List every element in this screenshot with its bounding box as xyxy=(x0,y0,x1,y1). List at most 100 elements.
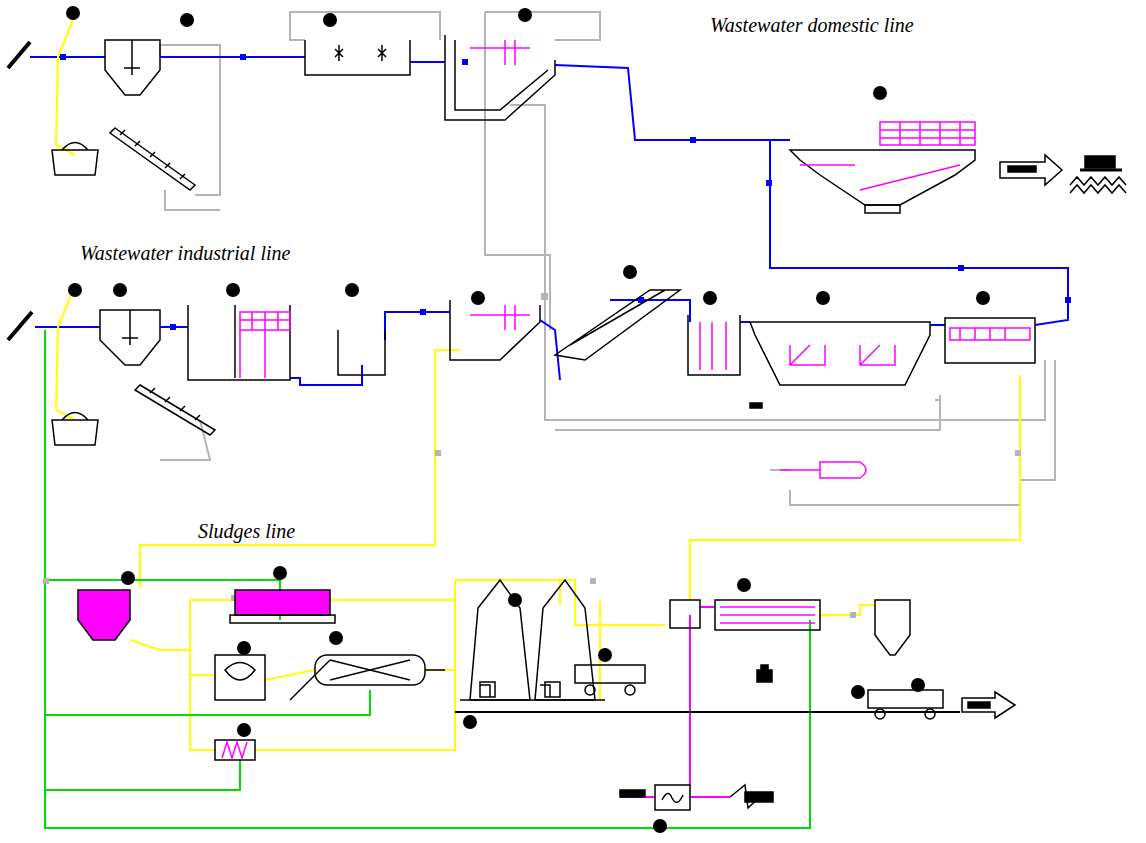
callout-markers xyxy=(623,265,637,279)
sludge-line-equipment xyxy=(715,600,820,630)
callout-markers xyxy=(237,723,251,737)
pink-service-lines xyxy=(620,607,730,797)
industrial-pink-parts xyxy=(790,345,895,365)
domestic-pink-parts xyxy=(880,122,975,145)
blue-water-lines xyxy=(610,300,690,322)
sludge-line-equipment xyxy=(235,590,330,615)
sludge-line-equipment xyxy=(670,600,700,628)
line-title: Wastewater industrial line xyxy=(80,242,290,264)
industrial-line-equipment xyxy=(338,330,385,375)
domestic-line-equipment xyxy=(62,143,88,151)
domestic-line-equipment xyxy=(1008,166,1036,172)
sludge-line-equipment xyxy=(290,660,330,700)
domestic-line-equipment xyxy=(865,205,900,213)
pink-service-lines xyxy=(689,615,691,785)
grey-line-joints xyxy=(1015,450,1021,456)
callout-markers xyxy=(329,631,343,645)
industrial-line-equipment xyxy=(750,403,762,408)
domestic-line-equipment xyxy=(110,128,195,190)
callout-markers xyxy=(737,578,751,592)
industrial-pink-parts xyxy=(240,330,265,378)
grey-line-joints xyxy=(43,578,49,584)
sludge-line-equipment xyxy=(620,790,645,797)
green-filtrate-lines xyxy=(45,690,370,715)
blue-water-lines xyxy=(410,61,445,63)
yellow-sludge-lines xyxy=(140,350,460,588)
callout-markers xyxy=(237,641,251,655)
yellow-sludge-lines xyxy=(190,650,215,675)
sludge-line-equipment xyxy=(330,660,445,680)
industrial-line-equipment xyxy=(555,290,680,360)
industrial-line-equipment xyxy=(8,290,1035,445)
yellow-sludge-lines xyxy=(265,670,315,680)
blue-water-lines xyxy=(540,320,560,380)
sludge-line-equipment xyxy=(215,655,265,700)
blue-line-joints xyxy=(1065,297,1071,303)
blue-line-joints xyxy=(170,324,176,330)
green-filtrate-lines xyxy=(45,760,240,790)
domestic-line-equipment xyxy=(120,130,185,179)
grey-return-lines xyxy=(510,105,555,420)
industrial-pink-parts xyxy=(470,305,530,330)
grey-return-lines xyxy=(555,395,940,430)
callout-markers xyxy=(598,648,612,662)
blue-water-lines xyxy=(385,312,450,340)
sludge-line-equipment xyxy=(868,690,943,708)
grey-return-lines xyxy=(160,12,1055,505)
domestic-line-equipment xyxy=(124,40,140,75)
blue-water-lines xyxy=(930,324,945,326)
sludge-line-equipment xyxy=(625,685,635,695)
sludge-line-equipment xyxy=(230,615,335,623)
callout-markers xyxy=(121,571,135,585)
sludge-line-equipment xyxy=(78,590,130,640)
yellow-sludge-lines xyxy=(330,599,455,601)
callout-markers xyxy=(873,86,887,100)
grey-return-lines xyxy=(485,12,550,330)
industrial-line-equipment xyxy=(52,420,98,445)
sludge-line-equipment xyxy=(962,692,1015,718)
industrial-pink-parts xyxy=(700,322,726,370)
blue-line-joints xyxy=(420,309,426,315)
line-title: Wastewater domestic line xyxy=(710,14,914,36)
sludge-line-equipment xyxy=(575,665,645,683)
callout-markers xyxy=(976,291,990,305)
domestic-line-equipment xyxy=(8,35,1126,213)
callout-markers xyxy=(508,593,522,607)
callout-markers xyxy=(851,685,865,699)
callout-markers xyxy=(653,819,667,833)
blue-water-lines xyxy=(30,56,105,58)
domestic-line-equipment xyxy=(8,42,30,68)
callout-markers xyxy=(323,13,337,27)
blue-water-lines xyxy=(35,326,100,328)
industrial-line-equipment xyxy=(688,315,740,375)
industrial-pink-parts xyxy=(950,328,1030,340)
blue-line-joints xyxy=(60,54,1071,330)
sludge-line-equipment xyxy=(875,600,910,655)
domestic-line-equipment xyxy=(305,40,410,75)
sludge-line-equipment xyxy=(222,742,247,758)
industrial-line-equipment xyxy=(750,322,930,385)
sludge-line-equipment xyxy=(968,702,990,708)
grey-line-joints xyxy=(850,612,856,618)
sludge-line-equipment xyxy=(545,682,560,697)
industrial-pink-parts xyxy=(240,312,290,330)
sludge-line-equipment xyxy=(455,711,960,713)
industrial-line-equipment xyxy=(450,300,540,360)
yellow-sludge-lines xyxy=(56,20,1020,750)
callout-markers xyxy=(113,283,127,297)
blue-line-joints xyxy=(462,59,468,65)
grey-return-lines xyxy=(160,45,220,195)
green-filtrate-lines xyxy=(45,330,810,828)
yellow-sludge-lines xyxy=(190,675,215,750)
grey-line-joints xyxy=(541,293,548,300)
industrial-line-equipment xyxy=(234,305,236,378)
grey-return-lines xyxy=(790,430,1020,505)
sludge-line-equipment xyxy=(585,685,595,695)
sludge-line-equipment xyxy=(720,607,815,623)
industrial-line-equipment xyxy=(945,318,1035,363)
callout-markers xyxy=(273,566,287,580)
industrial-pink-parts xyxy=(780,462,866,478)
sludge-line-equipment xyxy=(757,670,772,682)
callout-markers xyxy=(471,291,485,305)
